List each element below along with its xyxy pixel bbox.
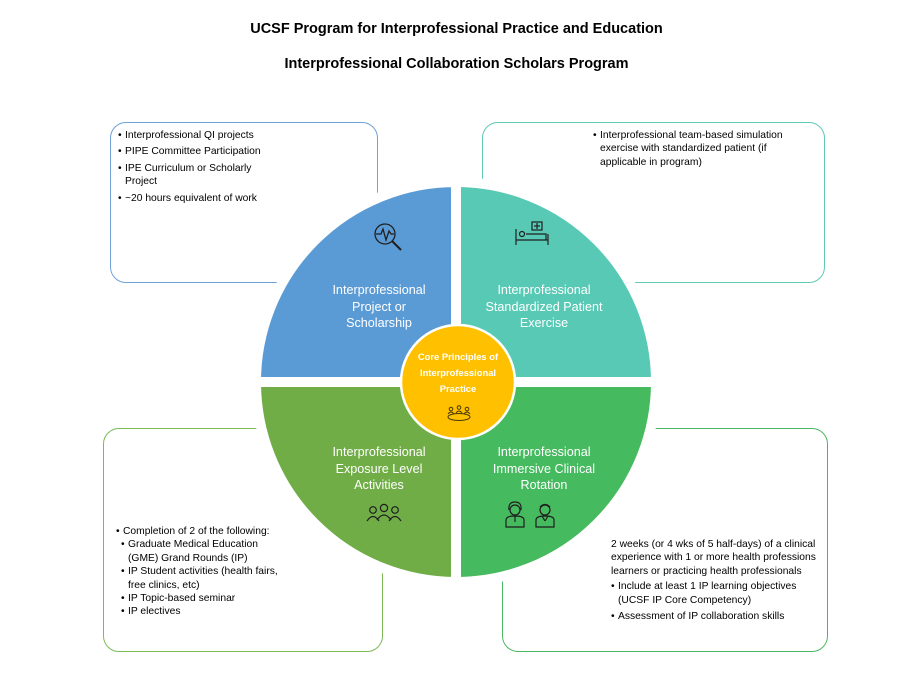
- label-line: Interprofessional: [419, 367, 497, 378]
- label-line: Core Principles of: [417, 351, 499, 362]
- list-item: IPE Curriculum or Scholarly Project: [118, 162, 275, 189]
- project-quadrant-label: Interprofessional Project or Scholarship: [316, 282, 442, 332]
- diagram-subtitle: Interprofessional Collaboration Scholars…: [284, 56, 629, 72]
- clinical-quadrant: [451, 377, 661, 587]
- diagram-title: UCSF Program for Interprofessional Pract…: [250, 21, 663, 37]
- simulation-list: Interprofessional team-based simulation …: [593, 129, 808, 172]
- label-line: Rotation: [520, 478, 568, 493]
- label-line: Scholarship: [346, 316, 412, 331]
- list-lead: Completion of 2 of the following:: [116, 525, 376, 539]
- list-item: Interprofessional QI projects: [118, 129, 368, 143]
- list-item: IP electives: [121, 605, 376, 619]
- magnifier-pulse-icon: [374, 223, 402, 251]
- exposure-quadrant-label: Interprofessional Exposure Level Activit…: [316, 444, 442, 494]
- list-item: IP Topic-based seminar: [121, 592, 376, 606]
- center-circle: [399, 323, 517, 441]
- label-line: Practice: [439, 383, 477, 394]
- list-item: PIPE Committee Participation: [118, 145, 368, 159]
- label-line: Exercise: [519, 316, 569, 331]
- list-item: Assessment of IP collaboration skills: [611, 610, 819, 624]
- list-lead: 2 weeks (or 4 wks of 5 half-days) of a c…: [611, 539, 816, 577]
- label-line: Immersive Clinical: [492, 461, 596, 476]
- list-item: ~20 hours equivalent of work: [118, 192, 368, 206]
- exposure-quadrant: [251, 377, 461, 587]
- list-item: Interprofessional team-based simulation …: [593, 129, 808, 169]
- clinical-list: 2 weeks (or 4 wks of 5 half-days) of a c…: [611, 538, 819, 626]
- label-line: Activities: [354, 478, 404, 493]
- label-line: Interprofessional: [332, 283, 426, 297]
- label-line: Project or: [352, 299, 406, 314]
- label-line: Standardized Patient: [485, 299, 603, 314]
- simulation-quadrant: [451, 177, 661, 387]
- group-people-icon: [366, 503, 402, 522]
- clinical-quadrant-label: Interprofessional Immersive Clinical Rot…: [476, 444, 612, 494]
- list-item: Include at least 1 IP learning objective…: [611, 580, 819, 607]
- label-line: Interprofessional: [497, 445, 591, 459]
- clinicians-icon: [505, 501, 555, 528]
- hospital-bed-icon: [515, 221, 549, 245]
- project-list: Interprofessional QI projects PIPE Commi…: [118, 129, 368, 208]
- project-quadrant: [251, 177, 461, 387]
- label-line: Exposure Level: [335, 461, 423, 476]
- core-principles-label: Core Principles of Interprofessional Pra…: [403, 349, 513, 397]
- label-line: Interprofessional: [332, 445, 426, 459]
- simulation-quadrant-label: Interprofessional Standardized Patient E…: [476, 282, 612, 332]
- exposure-list: Completion of 2 of the following: Gradua…: [116, 525, 376, 622]
- list-item: Graduate Medical Education (GME) Grand R…: [121, 538, 273, 565]
- list-item: IP Student activities (health fairs, fre…: [121, 565, 298, 592]
- team-meeting-icon: [447, 405, 471, 421]
- label-line: Interprofessional: [497, 283, 591, 297]
